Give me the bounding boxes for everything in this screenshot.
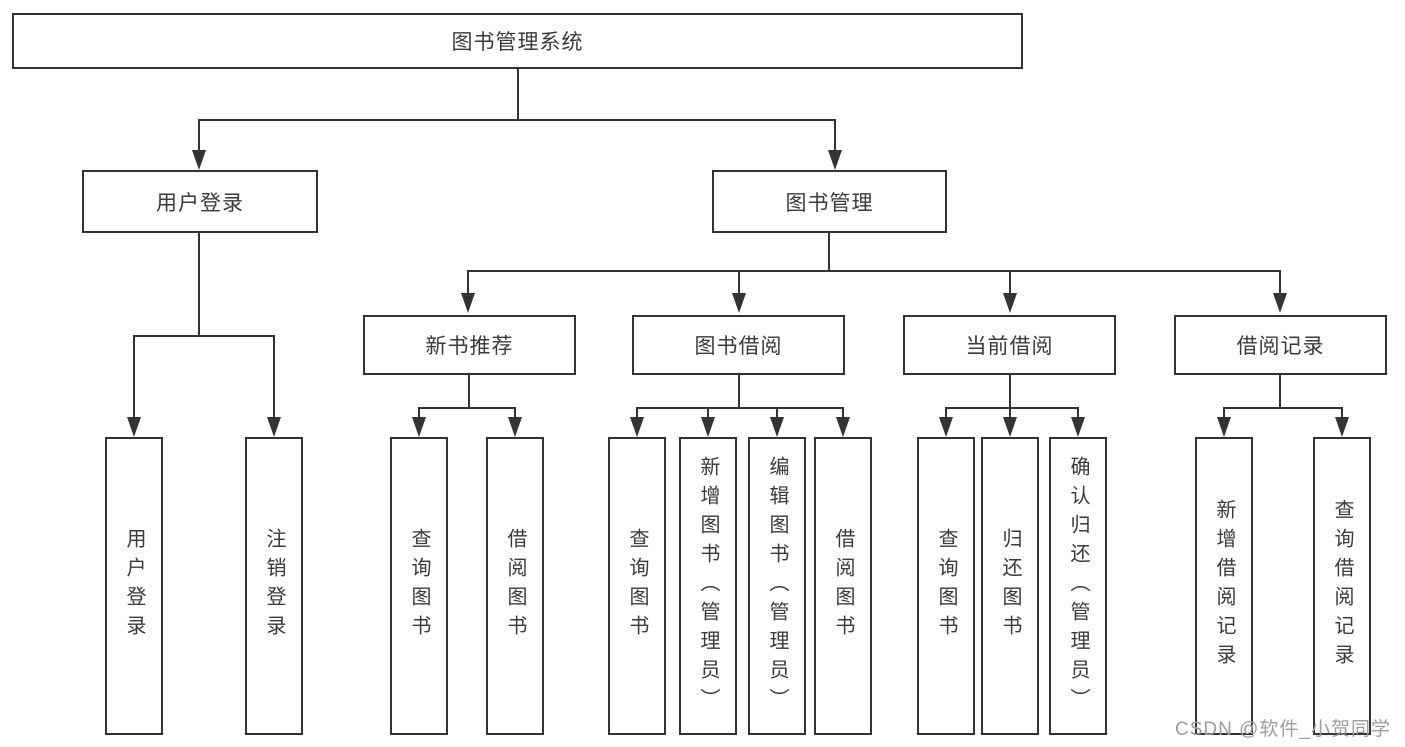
connector-bar — [636, 407, 844, 409]
connector-drop — [1279, 270, 1281, 295]
leaf-query-books-new: 查询图书 — [390, 437, 448, 735]
leaf-query-books-borrow: 查询图书 — [608, 437, 666, 735]
arrow-down-icon — [508, 417, 522, 437]
node-label: 当前借阅 — [965, 335, 1054, 358]
leaf-borrow-books-new: 借阅图书 — [486, 437, 544, 735]
connector-drop — [1077, 407, 1079, 419]
connector-stem — [738, 373, 740, 409]
leaf-label: 查询图书 — [626, 528, 648, 644]
node-book-management: 图书管理 — [712, 170, 947, 233]
arrow-down-icon — [732, 293, 746, 313]
connector-stem — [468, 373, 470, 409]
leaf-label: 借阅图书 — [832, 528, 854, 644]
leaf-edit-books-admin: 编辑图书（管理员） — [748, 437, 806, 735]
leaf-query-borrow-record: 查询借阅记录 — [1313, 437, 1371, 735]
arrow-down-icon — [412, 417, 426, 437]
node-book-borrowing: 图书借阅 — [632, 315, 845, 375]
leaf-query-books-current: 查询图书 — [917, 437, 975, 735]
connector-drop — [514, 407, 516, 419]
leaf-label: 注销登录 — [263, 528, 285, 644]
leaf-add-borrow-record: 新增借阅记录 — [1195, 437, 1253, 735]
arrow-down-icon — [1071, 417, 1085, 437]
leaf-label: 查询图书 — [935, 528, 957, 644]
node-label: 图书借阅 — [694, 335, 783, 358]
connector-bar — [418, 407, 516, 409]
arrow-down-icon — [1003, 417, 1017, 437]
node-label: 图书管理系统 — [451, 31, 584, 54]
leaf-label: 查询借阅记录 — [1331, 499, 1353, 673]
arrow-down-icon — [1003, 293, 1017, 313]
connector-stem — [1279, 373, 1281, 409]
node-library-management-system: 图书管理系统 — [12, 13, 1023, 69]
arrow-down-icon — [939, 417, 953, 437]
node-label: 新书推荐 — [425, 335, 514, 358]
leaf-label: 查询图书 — [408, 528, 430, 644]
connector-drop — [945, 407, 947, 419]
connector-drop — [418, 407, 420, 419]
connector-bar — [198, 119, 836, 121]
leaf-label: 归还图书 — [999, 528, 1021, 644]
arrow-down-icon — [267, 417, 281, 437]
node-borrowing-records: 借阅记录 — [1174, 315, 1387, 375]
connector-bar — [467, 270, 1281, 272]
connector-bar — [133, 335, 275, 337]
node-label: 借阅记录 — [1236, 335, 1325, 358]
watermark: CSDN @软件_小贺同学 — [1175, 719, 1391, 740]
arrow-down-icon — [1273, 293, 1287, 313]
connector-drop — [834, 119, 836, 152]
connector-drop — [738, 270, 740, 295]
connector-drop — [1009, 270, 1011, 295]
arrow-down-icon — [461, 293, 475, 313]
arrow-down-icon — [127, 417, 141, 437]
leaf-label: 用户登录 — [123, 528, 145, 644]
leaf-label: 借阅图书 — [504, 528, 526, 644]
connector-drop — [1341, 407, 1343, 419]
connector-bar — [945, 407, 1079, 409]
leaf-label: 新增图书（管理员） — [697, 455, 719, 717]
node-user-login: 用户登录 — [82, 170, 318, 233]
connector-stem — [198, 231, 200, 336]
arrow-down-icon — [630, 417, 644, 437]
node-label: 图书管理 — [785, 191, 874, 215]
connector-drop — [1223, 407, 1225, 419]
connector-bar — [1223, 407, 1343, 409]
connector-drop — [467, 270, 469, 295]
arrow-down-icon — [192, 150, 206, 170]
node-label: 用户登录 — [156, 191, 244, 215]
leaf-add-books-admin: 新增图书（管理员） — [679, 437, 737, 735]
arrow-down-icon — [836, 417, 850, 437]
connector-drop — [636, 407, 638, 419]
leaf-label: 新增借阅记录 — [1213, 499, 1235, 673]
leaf-label: 编辑图书（管理员） — [766, 455, 788, 717]
connector-stem — [1009, 373, 1011, 409]
connector-drop — [273, 335, 275, 419]
arrow-down-icon — [1335, 417, 1349, 437]
arrow-down-icon — [1217, 417, 1231, 437]
leaf-confirm-return-admin: 确认归还（管理员） — [1049, 437, 1107, 735]
connector-stem — [517, 67, 519, 121]
connector-drop — [1009, 407, 1011, 419]
node-new-book-recommendation: 新书推荐 — [363, 315, 576, 375]
leaf-return-books: 归还图书 — [981, 437, 1039, 735]
leaf-user-login: 用户登录 — [105, 437, 163, 735]
connector-drop — [842, 407, 844, 419]
connector-drop — [198, 119, 200, 152]
leaf-borrow-books: 借阅图书 — [814, 437, 872, 735]
leaf-label: 确认归还（管理员） — [1067, 455, 1089, 717]
leaf-logout: 注销登录 — [245, 437, 303, 735]
node-current-borrowing: 当前借阅 — [903, 315, 1116, 375]
connector-drop — [133, 335, 135, 419]
connector-drop — [776, 407, 778, 419]
arrow-down-icon — [701, 417, 715, 437]
arrow-down-icon — [770, 417, 784, 437]
connector-stem — [828, 231, 830, 272]
connector-drop — [707, 407, 709, 419]
arrow-down-icon — [828, 150, 842, 170]
